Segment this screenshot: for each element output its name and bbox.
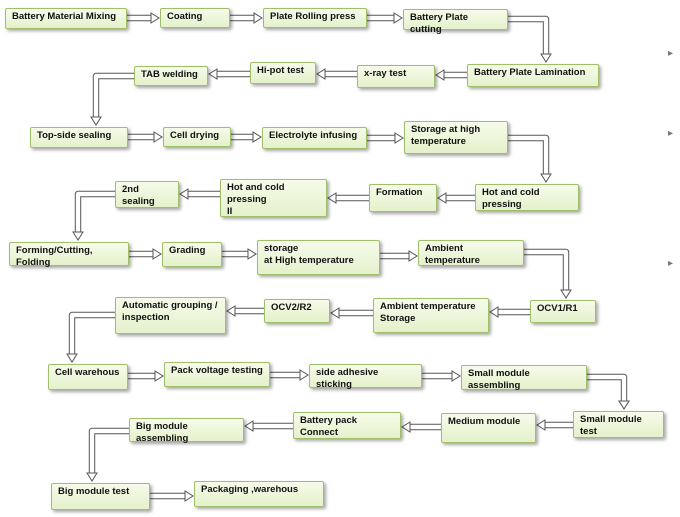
- arrow-electrolyte-to-storage: [367, 132, 404, 144]
- step-plate-rolling-press: Plate Rolling press: [263, 8, 367, 28]
- step-electrolyte-infusing: Electrolyte infusing: [262, 127, 367, 149]
- step-ambient-temperature: Ambient temperature: [418, 240, 524, 266]
- arrow-lamination-to-xray: [435, 69, 467, 81]
- step-hot-and-cold-pressing-ii: Hot and cold pressing II: [220, 179, 327, 217]
- arrow-smalltest-to-medium: [536, 419, 573, 431]
- step-hi-pot-test: Hi-pot test: [250, 62, 316, 84]
- arrow-hotcold-to-formation: [437, 192, 475, 204]
- step-side-adhesive-sticking: side adhesive sticking: [309, 364, 422, 390]
- arrow-mixing-to-coating: [127, 12, 160, 24]
- arrow-hotcold2-to-2ndsealing: [179, 188, 220, 200]
- step-cell-warehous: Cell warehous: [48, 364, 128, 390]
- arrow-smallassembly-to-smalltest: [587, 373, 630, 410]
- step-ocv1-r1: OCV1/R1: [530, 300, 596, 323]
- arrow-storage-to-hotcold: [508, 134, 552, 183]
- step-battery-plate-cutting: Battery Plate cutting: [403, 9, 508, 35]
- step-big-module-assembling: Big module assembling: [129, 418, 244, 444]
- step-small-module-assembling: Small module assembling: [461, 365, 587, 391]
- arrow-bigtest-to-packaging: [150, 490, 194, 502]
- step-storage-at-high-temperature: Storage at high temperature: [404, 121, 508, 154]
- step-coating: Coating: [160, 8, 230, 28]
- arrow-forming-to-grading: [129, 248, 162, 260]
- step-ambient-temperature-storage: Ambient temperature Storage: [373, 298, 489, 333]
- arrow-ocv2-to-grouping: [226, 305, 264, 317]
- arrow-warehous-to-packvoltage: [128, 370, 164, 382]
- arrow-grading-to-storage: [222, 248, 257, 260]
- step-storage-at-high-temperature-2: storage at High temperature: [257, 240, 380, 275]
- step-battery-material-mixing: Battery Material Mixing: [5, 8, 127, 29]
- arrow-storage-to-ambient: [380, 250, 418, 262]
- arrow-topside-to-drying: [128, 131, 163, 143]
- edge-mark: ▸: [668, 48, 674, 59]
- step-tab-welding: TAB welding: [134, 66, 208, 86]
- arrow-coating-to-rolling: [230, 12, 263, 24]
- step-top-side-sealing: Top-side sealing: [30, 127, 128, 148]
- arrow-packvoltage-to-adhesive: [270, 369, 309, 381]
- step-battery-pack-connect: Battery pack Connect: [293, 412, 401, 439]
- step-medium-module: Medium module: [441, 413, 536, 443]
- edge-mark: ▸: [668, 128, 674, 139]
- step-forming-cutting-folding: Forming/Cutting, Folding: [9, 242, 129, 268]
- arrow-medium-to-packconnect: [401, 421, 441, 433]
- arrow-ambientstorage-to-ocv2: [330, 307, 373, 319]
- step-cell-drying: Cell drying: [163, 127, 231, 147]
- step-battery-plate-lamination: Battery Plate Lamination: [467, 64, 599, 87]
- step-ocv2-r2: OCV2/R2: [264, 299, 330, 323]
- step-big-module-test: Big module test: [51, 483, 150, 510]
- arrow-xray-to-hipot: [316, 68, 357, 80]
- arrow-adhesive-to-smallassembly: [422, 370, 461, 382]
- step-small-module-test: Small module test: [573, 411, 664, 438]
- step-2nd-sealing: 2nd sealing: [115, 181, 179, 208]
- arrow-drying-to-electrolyte: [231, 131, 262, 143]
- arrow-packconnect-to-bigassembly: [244, 420, 293, 432]
- step-x-ray-test: x-ray test: [357, 65, 435, 88]
- arrow-2ndsealing-to-forming: [72, 190, 115, 241]
- arrow-hipot-to-tab: [208, 68, 250, 80]
- step-grading: Grading: [162, 242, 222, 267]
- arrow-formation-to-hotcold2: [327, 192, 369, 204]
- arrow-grouping-to-warehous: [66, 311, 115, 363]
- arrow-rolling-to-cutting: [367, 12, 403, 24]
- step-formation: Formation: [369, 184, 437, 212]
- arrow-bigassembly-to-bigtest: [86, 427, 129, 482]
- step-hot-and-cold-pressing: Hot and cold pressing: [475, 184, 579, 211]
- step-packaging-warehous: Packaging ,warehous: [194, 481, 324, 507]
- arrow-ambient-to-ocv1: [524, 248, 572, 299]
- edge-mark: ▸: [668, 258, 674, 269]
- arrow-cutting-to-lamination: [508, 15, 552, 63]
- arrow-ocv1-to-ambientstorage: [489, 306, 530, 318]
- arrow-tab-to-topside: [90, 72, 134, 126]
- step-pack-voltage-testing: Pack voltage testing: [164, 362, 270, 387]
- step-automatic-grouping-inspection: Automatic grouping / inspection: [115, 297, 226, 334]
